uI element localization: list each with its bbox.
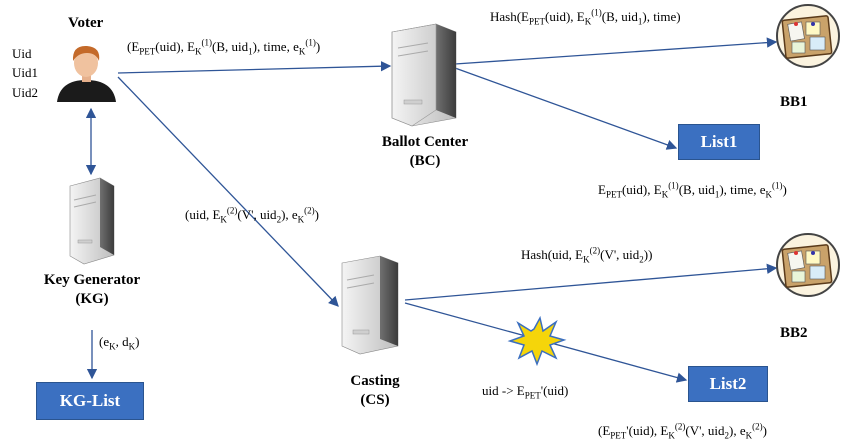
voter-title: Voter: [68, 15, 104, 31]
kg-name: Key Generator: [43, 272, 141, 288]
server-icon: [341, 255, 399, 355]
arrow-cs-to-bb2: [404, 263, 778, 301]
kg-list-box: KG-List: [36, 382, 144, 420]
server-icon: [69, 177, 115, 265]
msg-cs-transform: uid -> EPET'(uid): [482, 383, 569, 401]
voter-id-uid: Uid: [12, 46, 32, 61]
voter-id-uid1: Uid1: [12, 65, 38, 80]
bc-name: Ballot Center: [381, 134, 469, 150]
explosion-icon: [507, 315, 567, 367]
list1-box: List1: [678, 124, 760, 160]
msg-bc-to-bb1: Hash(EPET(uid), EK(1)(B, uid1), time): [490, 7, 681, 27]
bb2-label: BB2: [780, 325, 808, 341]
kg-label: Key Generator (KG): [22, 271, 162, 309]
msg-list2-content: (EPET'(uid), EK(2)(V', uid2), eK(2)): [598, 421, 767, 441]
cs-abbr: (CS): [360, 391, 390, 408]
bc-label: Ballot Center (BC): [363, 133, 487, 171]
kg-abbr: (KG): [75, 290, 109, 307]
bc-abbr: (BC): [409, 152, 441, 169]
arrow-bc-to-bb1: [454, 37, 778, 65]
arrow-voter-to-cs: [117, 76, 339, 307]
msg-kg-to-list: (eK, dK): [99, 334, 140, 352]
cs-label: Casting (CS): [340, 372, 410, 410]
msg-voter-to-cs: (uid, EK(2)(V', uid2), eK(2)): [185, 205, 320, 225]
person-icon: [57, 45, 116, 102]
msg-cs-to-bb2: Hash(uid, EK(2)(V', uid2)): [521, 245, 653, 265]
cs-name: Casting: [350, 373, 400, 389]
bulletin-board-icon: [776, 233, 840, 297]
bb1-label: BB1: [780, 94, 808, 110]
arrow-bc-to-list1: [454, 67, 678, 150]
bulletin-board-icon: [776, 4, 840, 68]
msg-voter-to-bc: (EPET(uid), EK(1)(B, uid1), time, eK(1)): [127, 37, 321, 57]
voter-id-uid2: Uid2: [12, 85, 38, 100]
server-icon: [391, 23, 457, 127]
msg-list1-content: EPET(uid), EK(1)(B, uid1), time, eK(1)): [598, 180, 787, 200]
arrow-voter-to-bc: [117, 61, 392, 74]
list2-box: List2: [688, 366, 768, 402]
